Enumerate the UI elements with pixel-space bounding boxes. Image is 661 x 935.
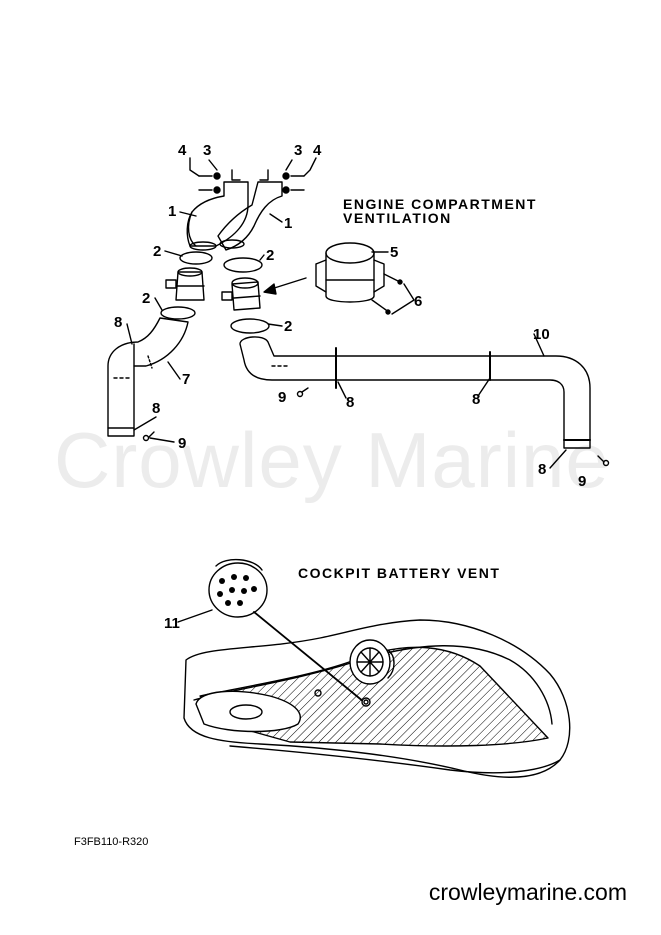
cockpit-section-title: COCKPIT BATTERY VENT <box>298 565 501 581</box>
hose-coupler-left <box>165 267 205 301</box>
callout-4: 4 <box>313 142 322 159</box>
callout-1: 1 <box>284 215 292 232</box>
callout-3: 3 <box>294 142 302 159</box>
callout-8: 8 <box>114 314 122 331</box>
callout-11: 11 <box>164 615 180 632</box>
callout-9: 9 <box>178 435 186 452</box>
callout-labels: 4 3 3 4 1 1 2 2 2 2 5 6 8 7 8 9 9 8 8 10… <box>114 142 586 632</box>
callout-8: 8 <box>538 461 546 478</box>
callout-6: 6 <box>414 293 422 310</box>
hose-clamps <box>160 251 270 334</box>
callout-8: 8 <box>152 400 160 417</box>
callout-leaders <box>126 211 567 623</box>
callout-2: 2 <box>153 243 161 260</box>
right-duct-hose <box>239 336 610 467</box>
screws-and-bolts <box>189 157 317 194</box>
vent-cap <box>208 559 268 618</box>
callout-5: 5 <box>390 244 398 261</box>
callout-9: 9 <box>278 389 286 406</box>
callout-8: 8 <box>346 394 354 411</box>
elbow-duct-right <box>217 181 283 251</box>
callout-1: 1 <box>168 203 176 220</box>
blower-housing <box>315 242 385 303</box>
diagram-code: F3FB110-R320 <box>74 836 149 848</box>
callout-4: 4 <box>178 142 187 159</box>
callout-8: 8 <box>472 391 480 408</box>
cockpit-deck <box>183 619 571 778</box>
left-duct-hose <box>107 317 189 442</box>
callout-3: 3 <box>203 142 211 159</box>
callout-2: 2 <box>284 318 292 335</box>
site-url[interactable]: crowleymarine.com <box>428 879 627 905</box>
engine-section-title-line2: VENTILATION <box>343 210 452 226</box>
callout-9: 9 <box>578 473 586 490</box>
callout-7: 7 <box>182 371 190 388</box>
callout-2: 2 <box>142 290 150 307</box>
hose-coupler-right <box>221 277 261 311</box>
callout-10: 10 <box>533 326 550 343</box>
callout-2: 2 <box>266 247 274 264</box>
watermark: Crowley Marine <box>54 416 610 504</box>
blower-screws <box>371 273 415 315</box>
engine-section-title-line1: ENGINE COMPARTMENT <box>343 196 537 212</box>
elbow-duct-left <box>186 181 249 251</box>
